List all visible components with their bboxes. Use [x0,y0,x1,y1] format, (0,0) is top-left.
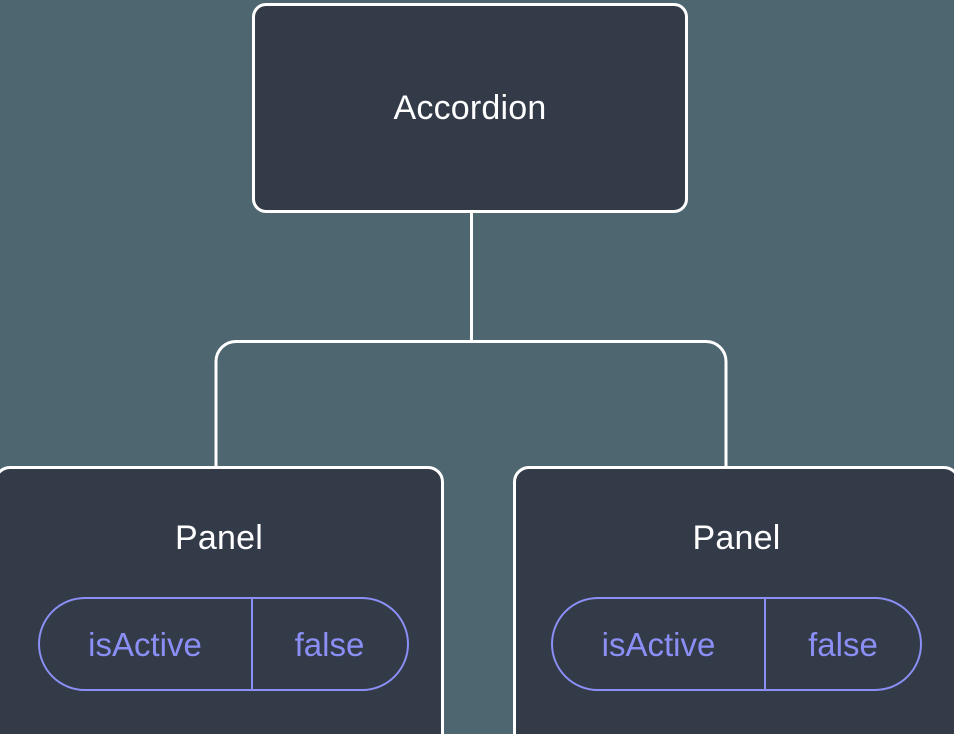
connector-branch-left [214,340,472,470]
component-node-accordion[interactable]: Accordion [252,3,688,213]
prop-badge[interactable]: isActive false [37,597,409,691]
component-node-title: Panel [692,519,781,557]
prop-badge[interactable]: isActive false [551,597,922,691]
component-node-panel-left[interactable]: Panel isActive false [0,466,444,734]
component-node-title: Panel [175,519,263,557]
prop-key-label: isActive [88,625,202,663]
component-node-title: Accordion [393,89,547,127]
prop-key-label: isActive [601,625,716,663]
connector-branch-right [471,340,728,470]
component-node-panel-right[interactable]: Panel isActive false [513,466,954,734]
prop-value-label: false [764,599,920,689]
prop-value-label: false [250,599,407,689]
